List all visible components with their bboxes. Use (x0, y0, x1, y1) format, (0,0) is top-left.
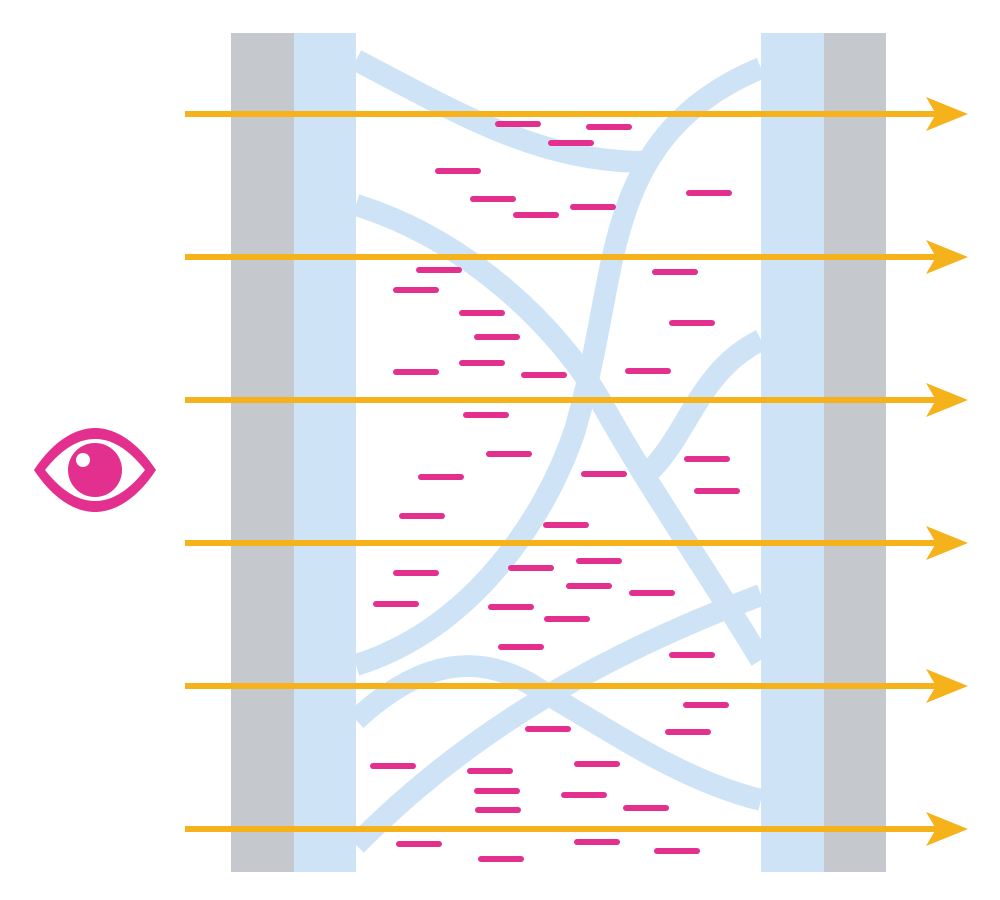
fiber (350, 50, 643, 173)
eye-iris (68, 443, 122, 497)
arrow-head-icon (926, 812, 968, 846)
arrow-head-icon (926, 97, 968, 131)
eye-highlight (76, 453, 90, 467)
eye-icon (34, 428, 156, 512)
right-outer-wall (824, 33, 886, 872)
right-inner-wall (761, 33, 824, 872)
light-rays (185, 97, 968, 846)
fiber (348, 584, 765, 853)
arrow-head-icon (926, 669, 968, 703)
fibers (348, 50, 771, 853)
particles (370, 121, 740, 862)
left-outer-wall (231, 33, 294, 872)
arrow-head-icon (926, 240, 968, 274)
arrow-head-icon (926, 526, 968, 560)
left-inner-wall (294, 33, 356, 872)
fiber (352, 57, 766, 676)
fiber (352, 194, 771, 666)
chamber-walls (231, 33, 886, 872)
arrow-head-icon (926, 383, 968, 417)
fiber (642, 330, 767, 478)
